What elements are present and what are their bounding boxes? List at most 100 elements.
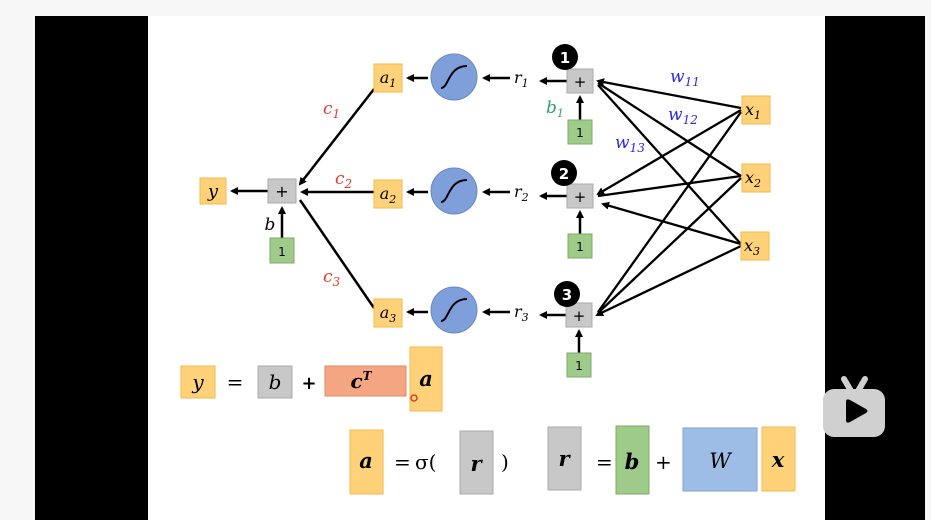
c2-label: c2 [335,169,352,191]
eq2-r-box [459,430,494,495]
slide: y + b 1 c1 c2 c3 a1 [148,16,825,520]
x1-box [741,95,771,125]
sigmoid-curve-2 [440,179,468,203]
eq1-a: a [419,366,433,391]
x2-box [741,163,771,193]
eq1-equals: = [227,370,244,394]
eq3-r-box [547,426,582,491]
sum-node-1 [566,68,594,94]
row-1: a1 r1 [373,53,529,101]
play-button[interactable] [820,373,888,439]
w12-label: w12 [668,105,698,127]
eq3-equals: = [596,450,613,474]
eq3-x: x [771,447,785,472]
neuron-badge-2-label: 2 [559,165,569,183]
cursor-indicator [410,394,418,402]
eq2-sigma: σ( [415,450,436,474]
neural-network-diagram: y + b 1 c1 c2 c3 a1 [180,44,796,495]
bias-input-3-label: 1 [575,359,583,373]
weight-edges [595,78,742,317]
w11-label: w11 [670,67,700,89]
neuron-badge-3-label: 3 [562,286,572,304]
eq2-a: a [359,448,373,473]
eq3-b: b [625,449,640,474]
eq1-b: b [269,370,282,394]
edge-x3-s3 [595,244,742,317]
edge-x1-s2 [596,109,742,196]
edge-x3-s1 [597,84,742,245]
x2-label: x2 [745,168,761,190]
eq2-equals: = [394,450,411,474]
eq1-cT: cT [350,369,372,393]
row-3: a3 r3 [373,286,529,334]
sigmoid-curve-3 [440,298,468,322]
edge-a3-out [298,199,376,309]
neuron-badge-1-label: 1 [560,49,570,67]
row-2: a2 r2 [373,167,529,215]
a3-label: a3 [380,303,397,325]
neuron-1: + 1 1 b1 [539,44,594,145]
eq2-close-paren: ) [501,450,509,474]
eq1-b-box [257,365,293,399]
x1-label: x1 [745,100,761,122]
sigmoid-curve-1 [440,65,468,89]
sum-node-3-label: + [573,307,586,325]
output-y-box [199,177,227,205]
sum-node-2-label: + [574,188,587,206]
edge-x2-s2 [597,174,742,198]
neuron-2: + 2 1 [539,160,594,259]
edge-x1-s1 [596,78,742,110]
eq2-a-box [349,429,384,495]
neuron-badge-2 [551,160,577,186]
a3-box [373,298,403,328]
a2-label: a2 [380,184,397,206]
sum-node-3 [565,302,593,328]
eq1-c-box [324,365,407,397]
equation-output: y = b + cT a [180,346,443,412]
video-player[interactable]: y + b 1 c1 c2 c3 a1 [35,16,925,520]
edge-x3-s2 [601,201,742,246]
output-bias-input [269,237,295,264]
output-sum-label: + [275,182,288,201]
sigmoid-icon [430,53,478,101]
equation-activation: a = σ( r ) [349,429,509,495]
sigmoid-icon [430,167,478,215]
a1-box [373,63,403,93]
sum-node-2 [566,183,594,209]
sigmoid-icon [430,286,478,334]
x3-label: x3 [744,236,760,258]
eq1-y: y [191,370,204,394]
r1-label: r1 [514,68,529,90]
edge-x2-s1 [597,82,742,177]
x3-box [740,231,770,261]
bias-input-2-label: 1 [576,240,584,254]
neuron-badge-1 [552,44,578,70]
bias-input-3 [566,352,592,378]
edge-a1-out [298,88,375,186]
eq3-x-box [761,426,796,492]
r3-label: r3 [514,302,529,324]
bilibili-tv-play-icon [823,376,885,437]
equation-preactivation: r = b + W x [547,425,796,495]
eq3-b-box [615,425,650,495]
sum-node-1-label: + [574,73,587,91]
output-bias-label: b [265,215,276,235]
output-bias-input-label: 1 [278,245,286,259]
b1-label: b1 [546,98,564,120]
w13-label: w13 [615,133,645,155]
eq3-W: W [709,449,733,473]
edge-x1-s3 [597,111,742,313]
eq1-y-box [180,365,216,399]
neuron-badge-3 [554,281,580,307]
r2-label: r2 [514,182,529,204]
bias-input-1 [567,119,593,145]
eq3-plus: + [655,450,672,474]
eq3-W-box [682,427,758,492]
eq3-r: r [558,446,571,471]
a2-box [373,179,403,209]
output-y-label: y [207,181,219,202]
bias-input-2 [567,233,593,259]
eq2-r: r [470,451,483,476]
eq1-plus: + [301,373,316,394]
edge-x2-s3 [597,177,742,314]
